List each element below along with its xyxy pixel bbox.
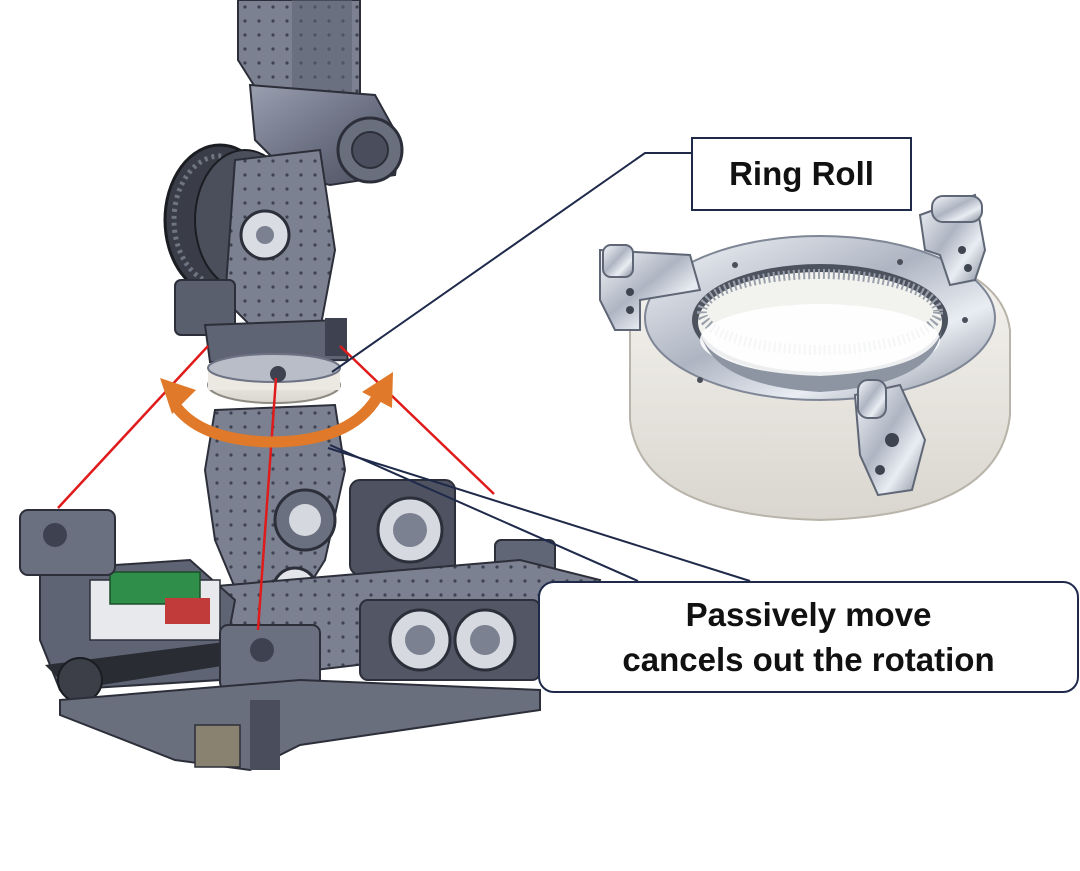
ring-roll-text: Ring Roll: [729, 155, 874, 192]
lower-frame: [59, 678, 541, 772]
left-clamp: [19, 509, 116, 576]
robot-arm: [19, 0, 602, 772]
rotation-arrow-icon: [160, 372, 393, 448]
front-bracket: [853, 379, 927, 497]
passive-callout-line-1: Passively move: [685, 596, 932, 633]
left-bracket: [599, 244, 702, 331]
passive-move-callout: Passively move cancels out the rotation: [538, 581, 1079, 693]
right-bracket: [918, 193, 987, 287]
ring-roll-part-icon: [599, 193, 1011, 522]
leader-lines: [327, 152, 751, 582]
ring-roll-label: Ring Roll: [691, 137, 912, 211]
passive-callout-line-2: cancels out the rotation: [622, 641, 995, 678]
red-reference-lines: [57, 345, 495, 631]
